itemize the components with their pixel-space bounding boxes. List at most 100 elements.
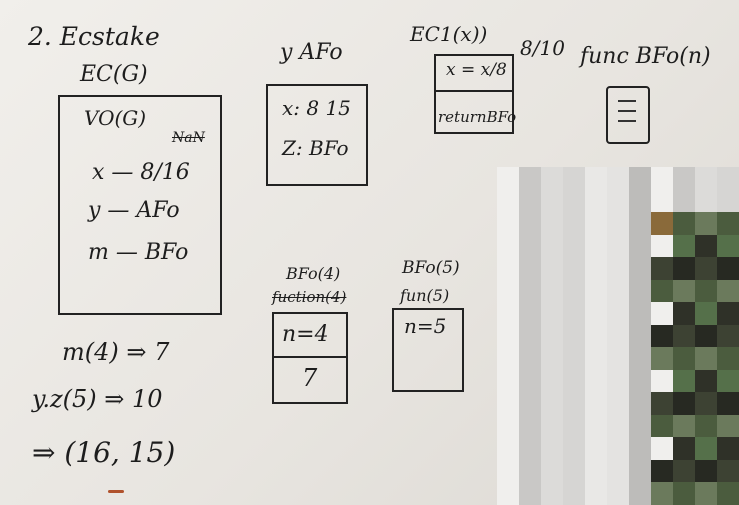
- mosaic-tile: [673, 459, 695, 483]
- mosaic-tile: [497, 324, 519, 348]
- mosaic-tile: [695, 324, 717, 348]
- mosaic-tile: [695, 302, 717, 325]
- mosaic-tile: [673, 324, 695, 348]
- y-afo-row-z: Z: BFo: [282, 136, 349, 160]
- mosaic-tile: [607, 257, 629, 280]
- mosaic-tile: [717, 279, 739, 303]
- mosaic-tile: [519, 257, 541, 280]
- mosaic-tile: [497, 414, 519, 438]
- mosaic-tile: [541, 482, 563, 505]
- bfo5-label: BFo(5): [402, 258, 460, 278]
- mosaic-tile: [563, 324, 585, 348]
- mosaic-tile: [541, 437, 563, 460]
- mosaic-tile: [519, 234, 541, 258]
- ec-g-row-vo: VO(G): [84, 106, 147, 130]
- mosaic-tile: [585, 482, 607, 505]
- y-afo-label: y AFo: [280, 40, 343, 65]
- mosaic-tile: [541, 392, 563, 415]
- mosaic-tile: [629, 392, 651, 415]
- mosaic-tile: [629, 369, 651, 393]
- mosaic-tile: [519, 324, 541, 348]
- mosaic-tile: [673, 189, 695, 213]
- mosaic-tile: [651, 369, 673, 393]
- mosaic-tile: [497, 459, 519, 483]
- mosaic-tile: [629, 347, 651, 370]
- mosaic-tile: [563, 459, 585, 483]
- mosaic-tile: [673, 257, 695, 280]
- mosaic-tile: [607, 167, 629, 190]
- ec-g-row-m: m — BFo: [88, 240, 189, 265]
- mosaic-tile: [673, 369, 695, 393]
- pen-dot: [108, 490, 124, 493]
- ec-g-struck-text: NaN: [172, 130, 205, 146]
- mosaic-tile: [673, 212, 695, 235]
- mosaic-tile: [585, 302, 607, 325]
- mosaic-tile: [519, 189, 541, 213]
- mosaic-tile: [717, 324, 739, 348]
- mosaic-tile: [717, 167, 739, 190]
- mosaic-tile: [695, 234, 717, 258]
- mosaic-tile: [651, 347, 673, 370]
- mosaic-tile: [651, 324, 673, 348]
- mosaic-tile: [651, 459, 673, 483]
- bfo4-label: BFo(4): [286, 264, 341, 283]
- mosaic-tile: [519, 414, 541, 438]
- y-afo-box: [266, 84, 368, 186]
- mosaic-tile: [673, 167, 695, 190]
- ec-g-label: EC(G): [80, 62, 148, 87]
- mosaic-tile: [651, 212, 673, 235]
- mosaic-tile: [651, 257, 673, 280]
- mosaic-tile: [607, 437, 629, 460]
- mosaic-tile: [717, 302, 739, 325]
- mosaic-tile: [695, 212, 717, 235]
- mosaic-tile: [585, 189, 607, 213]
- mosaic-tile: [673, 482, 695, 505]
- mosaic-tile: [717, 392, 739, 415]
- mosaic-tile: [607, 324, 629, 348]
- ec1-box: [434, 54, 514, 134]
- mosaic-tile: [519, 302, 541, 325]
- pixelated-overlay: [497, 167, 739, 505]
- mosaic-tile: [717, 459, 739, 483]
- bfo5-box: [392, 308, 464, 392]
- mosaic-tile: [541, 257, 563, 280]
- mosaic-tile: [673, 347, 695, 370]
- mosaic-tile: [607, 369, 629, 393]
- mosaic-tile: [607, 392, 629, 415]
- page-title: 2. Ecstake: [28, 22, 160, 51]
- mosaic-tile: [629, 482, 651, 505]
- mosaic-tile: [585, 437, 607, 460]
- ec-g-row-y: y — AFo: [88, 198, 180, 223]
- mosaic-tile: [717, 189, 739, 213]
- mosaic-tile: [695, 459, 717, 483]
- mosaic-tile: [497, 369, 519, 393]
- mosaic-tile: [607, 189, 629, 213]
- bfo4-sublabel: fuction(4): [272, 288, 347, 306]
- ec1-row-x: x = x/8: [446, 60, 507, 80]
- mosaic-tile: [497, 234, 519, 258]
- mosaic-tile: [497, 257, 519, 280]
- mosaic-tile: [717, 414, 739, 438]
- mosaic-tile: [629, 234, 651, 258]
- mosaic-tile: [673, 414, 695, 438]
- mosaic-tile: [519, 167, 541, 190]
- mosaic-tile: [651, 189, 673, 213]
- mosaic-tile: [607, 234, 629, 258]
- mosaic-tile: [519, 279, 541, 303]
- mosaic-tile: [585, 212, 607, 235]
- mosaic-tile: [497, 167, 519, 190]
- mosaic-tile: [563, 482, 585, 505]
- mosaic-tile: [541, 369, 563, 393]
- mosaic-tile: [541, 459, 563, 483]
- mosaic-tile: [651, 279, 673, 303]
- mosaic-tile: [585, 279, 607, 303]
- mosaic-tile: [541, 302, 563, 325]
- mosaic-tile: [717, 234, 739, 258]
- mosaic-tile: [563, 414, 585, 438]
- mosaic-tile: [585, 369, 607, 393]
- mosaic-tile: [563, 302, 585, 325]
- mosaic-tile: [541, 414, 563, 438]
- mosaic-tile: [629, 437, 651, 460]
- mosaic-tile: [585, 257, 607, 280]
